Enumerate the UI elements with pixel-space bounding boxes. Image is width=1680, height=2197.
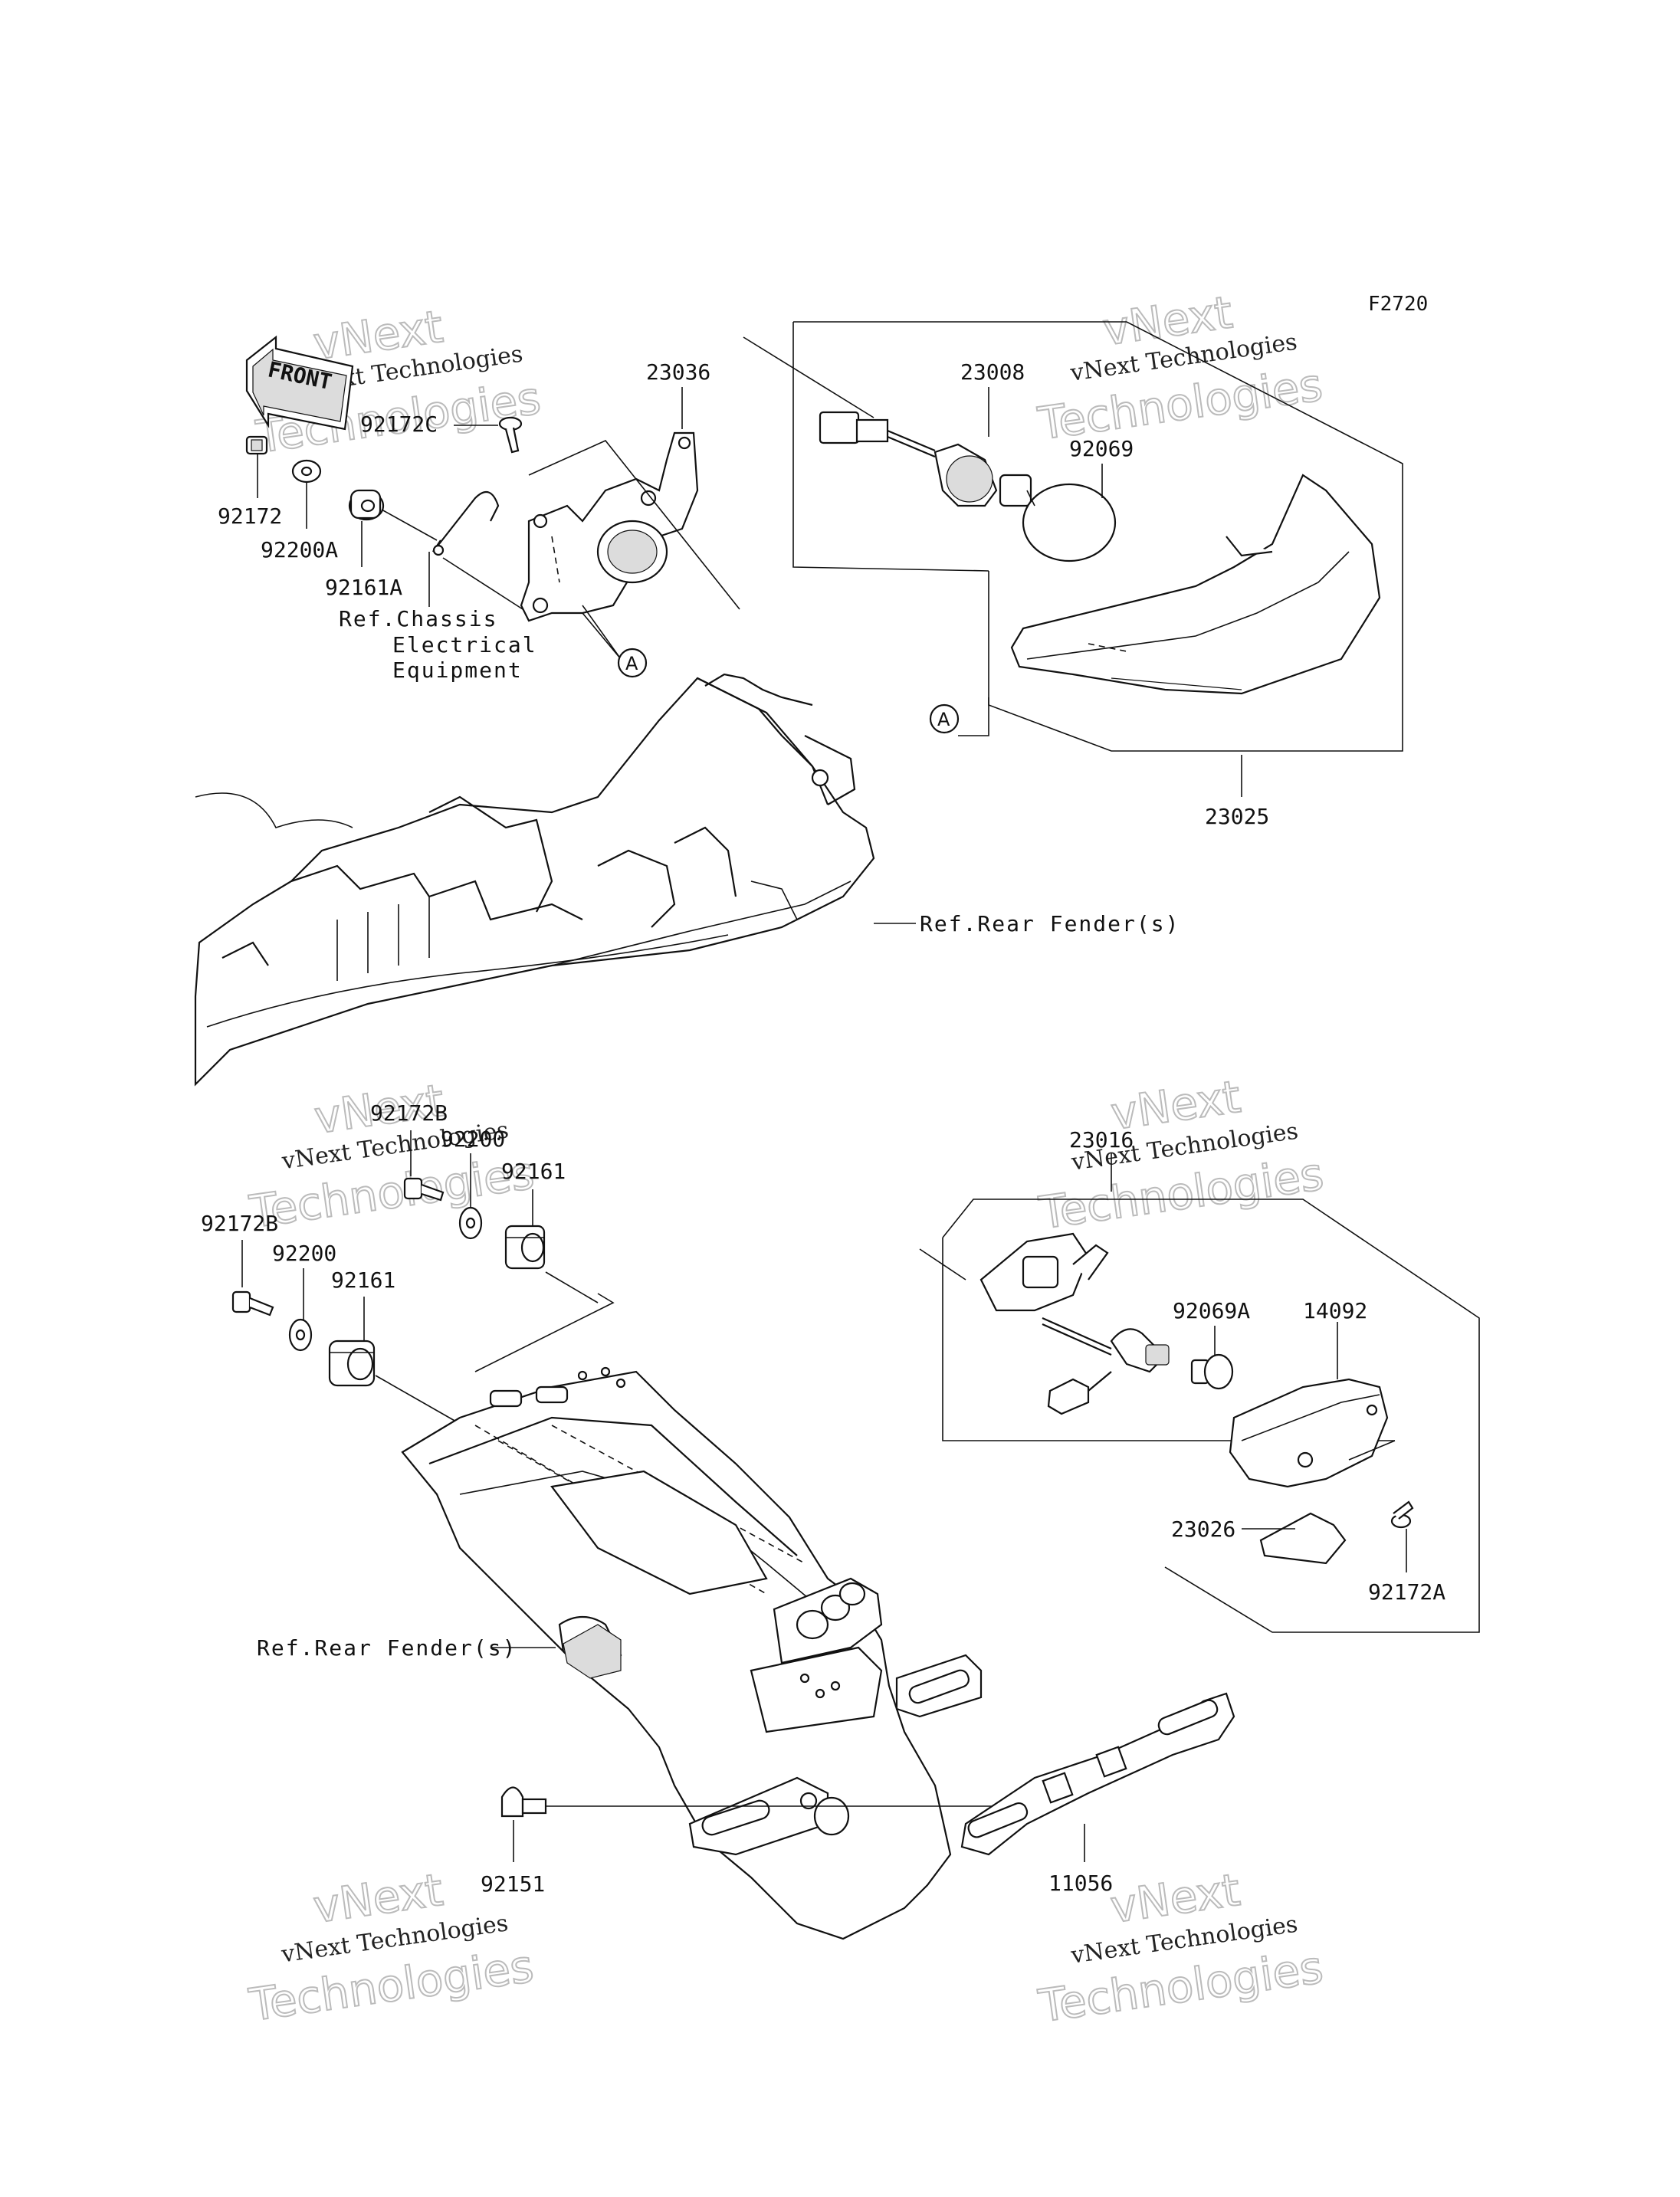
label-23008: 23008 xyxy=(960,359,1025,385)
label-14092: 14092 xyxy=(1303,1298,1367,1323)
bolt-92172B-top-icon xyxy=(403,1177,445,1202)
harness-clamp-icon xyxy=(432,490,500,556)
grommet-92161A-icon xyxy=(348,489,385,521)
label-92151: 92151 xyxy=(481,1871,545,1897)
label-23036: 23036 xyxy=(646,359,710,385)
washer-92200-top-icon xyxy=(458,1206,483,1240)
diagram-code: F2720 xyxy=(1368,293,1428,316)
label-92161-top: 92161 xyxy=(501,1159,566,1184)
bulb-92069A-icon xyxy=(1190,1353,1234,1390)
lower-left-hardware: 92172B 92200 92161 92172B 92200 xyxy=(201,1100,599,1422)
washer-92200-left-icon xyxy=(288,1318,313,1352)
tail-lamp-housing-23025 xyxy=(1010,474,1381,695)
label-92200A: 92200A xyxy=(261,537,338,562)
label-92161-left: 92161 xyxy=(331,1267,395,1293)
washer-92200A-icon xyxy=(291,459,322,484)
rear-fender-upper xyxy=(194,673,875,1087)
ref-rear-fender-top: Ref.Rear Fender(s) xyxy=(920,911,1180,936)
label-23026: 23026 xyxy=(1171,1517,1235,1542)
tail-light-group-frame xyxy=(743,321,1403,752)
ref-chassis-line3: Equipment xyxy=(392,657,523,683)
marker-a-left-icon: A xyxy=(582,605,648,678)
label-92172C: 92172C xyxy=(360,412,438,437)
upper-left-hardware: 92172 92200A 92161A Ref.Chassis Electric… xyxy=(218,412,537,683)
label-92172B-left: 92172B xyxy=(201,1211,278,1236)
label-23025: 23025 xyxy=(1205,804,1269,829)
svg-text:A: A xyxy=(625,653,638,674)
label-92069A: 92069A xyxy=(1173,1298,1250,1323)
bolt-92172B-left-icon xyxy=(231,1290,274,1317)
label-92161A: 92161A xyxy=(325,575,402,600)
screw-92172A-icon xyxy=(1390,1500,1414,1529)
label-92200-left: 92200 xyxy=(272,1241,336,1266)
ref-chassis-line1: Ref.Chassis xyxy=(339,606,497,631)
screw-92172C-icon xyxy=(498,416,523,454)
label-11056: 11056 xyxy=(1048,1871,1113,1896)
license-bracket-11056 xyxy=(960,1692,1235,1856)
label-92200-top: 92200 xyxy=(441,1126,505,1152)
marker-a-right-icon: A xyxy=(929,703,960,734)
ref-rear-fender-lower: Ref.Rear Fender(s) xyxy=(257,1635,517,1661)
label-92172A: 92172A xyxy=(1368,1579,1445,1605)
bolt-92151-icon xyxy=(500,1786,547,1818)
svg-text:A: A xyxy=(937,709,950,730)
bracket-23036 xyxy=(520,431,699,622)
bolt-92172-icon xyxy=(245,435,268,455)
ref-chassis-line2: Electrical xyxy=(392,632,537,657)
rear-fender-lower xyxy=(401,1366,983,1940)
socket-23008-icon xyxy=(819,411,998,507)
lamp-socket-23016-icon xyxy=(979,1232,1170,1415)
front-arrow-icon: FRONT xyxy=(245,335,354,431)
gasket-23026-icon xyxy=(1259,1512,1347,1565)
label-92069: 92069 xyxy=(1069,436,1134,461)
label-92172B-top: 92172B xyxy=(370,1100,448,1126)
bulb-92069-icon xyxy=(999,474,1117,562)
label-92172: 92172 xyxy=(218,503,282,529)
grommet-92161-left-icon xyxy=(328,1340,376,1387)
watermark-top-right: vNext vNext Technologies Technologies xyxy=(1034,285,1326,451)
lens-14092-icon xyxy=(1229,1378,1389,1488)
grommet-92161-top-icon xyxy=(504,1225,546,1270)
label-23016: 23016 xyxy=(1069,1127,1134,1153)
